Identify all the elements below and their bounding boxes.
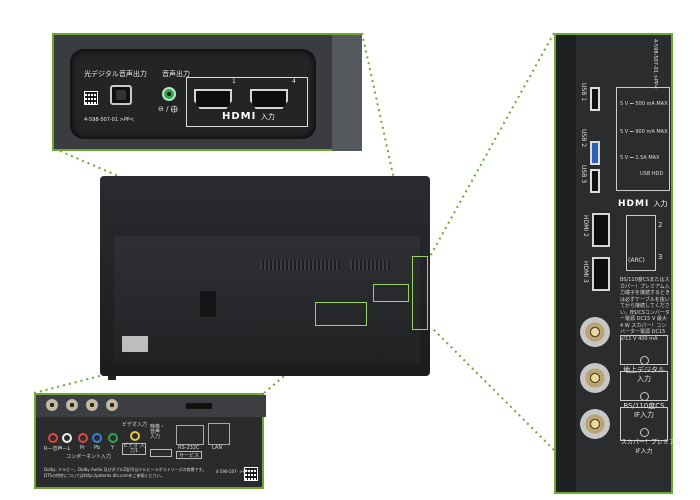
usb1-port (590, 87, 600, 111)
usb3-port (590, 169, 600, 193)
pb-jack (92, 433, 102, 443)
qr-code (84, 91, 98, 105)
service-slot (186, 403, 212, 409)
hdmi2-label: HDMI 2 (582, 215, 589, 237)
usb-spec-2: 5 V ⎓ 900 mA MAX (620, 129, 668, 135)
hdmi-port-number-2: 2 (658, 221, 663, 229)
usb1-label: USB 1 (580, 83, 587, 102)
headphone-symbol: ⊖ / ⨁ (158, 105, 178, 113)
hdmi-port-number-4: 4 (292, 78, 296, 85)
lan-label: LAN (212, 445, 223, 451)
hdmi2-port (592, 213, 610, 247)
service-box: サービス (176, 451, 202, 459)
optical-audio-port (110, 85, 132, 105)
leader-line-right-bottom (431, 327, 555, 451)
rca-connector (46, 399, 58, 411)
leader-line-bottom-right (263, 319, 351, 394)
hdmi-port-1 (194, 89, 232, 109)
pr-label: Pr (80, 445, 85, 451)
skyperfect-antenna-port (580, 409, 610, 439)
usb3-label: USB 3 (580, 165, 587, 184)
stand-foot (108, 374, 116, 380)
hdmi-port-4 (250, 89, 288, 109)
video-input-box: ビデオ 入力1 (122, 443, 146, 455)
y-jack (108, 433, 118, 443)
av-input-label: 映像・ 音声 入力 (150, 424, 166, 440)
terminal-area-bottom (315, 302, 367, 326)
sku-label: 4-598-507- >PP< (216, 469, 251, 474)
av-box (150, 449, 172, 457)
y-label: Y (111, 445, 115, 451)
terminal-area-top (373, 284, 409, 302)
rca-connector (66, 399, 78, 411)
dolby-notice: Dolby, ドルビー、Dolby Audio 及びダブルD記号はドルビーラボラ… (44, 467, 206, 472)
qr-code (244, 467, 258, 481)
cabinet-edge (332, 35, 362, 151)
rs232c-label: RS-232C (178, 445, 200, 451)
audio-out-label: 音声出力 (162, 70, 190, 78)
leader-line-right-top (427, 32, 555, 261)
audio-l-jack (62, 433, 72, 443)
side-terminal-closeup: 4-598-507-01 >PP< USB 1 USB 2 USB 3 5 V … (554, 33, 681, 494)
model-number: 4-598-507-01 >PP< (652, 39, 658, 90)
video-input-label: ビデオ入力 (122, 422, 148, 428)
optical-out-label: 光デジタル音声出力 (84, 70, 147, 78)
antenna-warning-text: BS/110度CSまたはスカパー！プレミアム入力端子を接続するときは必ずケーブル… (620, 277, 671, 342)
hdmi-logo: HDMI 入力 (222, 111, 275, 122)
rear-lower-panel (114, 236, 420, 364)
hdmi-port-frame (626, 215, 656, 271)
dts-notice: DTSの特許についてはhttp://patents.dts.comをご参照くださ… (44, 473, 165, 478)
usb-spec-1: 5 V ⎓ 500 mA MAX (620, 101, 668, 107)
audio-r-jack (48, 433, 58, 443)
video-jack (130, 431, 140, 441)
hdmi3-port (592, 257, 610, 291)
hdmi-logo: HDMI 入力 (618, 199, 668, 209)
bs-cs-input-label: BS/110度CS IF入力 (620, 371, 668, 419)
usb2-label: USB 2 (580, 129, 587, 148)
model-number: 4-598-507-01 >PP< (84, 117, 135, 123)
usb-spec-box (616, 87, 670, 191)
rs232c-port (176, 425, 204, 445)
usb-hdd-label: USB HDD (640, 171, 664, 177)
side-rail (556, 35, 576, 492)
arc-label: (ARC) (628, 257, 645, 264)
wall-mount-hole (200, 291, 216, 317)
hdmi-port-number-3: 3 (658, 253, 663, 261)
lr-audio-label: R—音声—L (44, 446, 71, 452)
rating-label-sticker (122, 336, 148, 352)
vent-grill (350, 260, 390, 270)
hdmi-port-number-1: 1 (232, 78, 236, 85)
vent-grill (260, 260, 340, 270)
rca-connector (106, 399, 118, 411)
top-terminal-closeup: 光デジタル音声出力 音声出力 ⊖ / ⨁ 4-598-507-01 >PP< 1… (52, 33, 362, 151)
headphone-jack (162, 87, 176, 101)
skyperfect-input-label: スカパー！プレミアム IF入力 (620, 407, 681, 455)
usb2-port (590, 141, 600, 165)
pb-label: Pb (94, 445, 101, 451)
component-input-label: コンポーネント入力 (66, 454, 112, 460)
bottom-terminal-closeup: R—音声—L Pr Pb Y コンポーネント入力 ビデオ入力 ビデオ 入力1 映… (34, 393, 266, 489)
hdmi-port-frame (186, 77, 308, 127)
terminal-area-side (412, 256, 428, 330)
usb-spec-3: 5 V ⎓ 1.5A MAX (620, 155, 660, 161)
bs-cs-antenna-port (580, 363, 610, 393)
rca-connector (86, 399, 98, 411)
pr-jack (78, 433, 88, 443)
terrestrial-input-label: 地上デジタル 入力 (620, 335, 668, 383)
hdmi3-label: HDMI 3 (582, 261, 589, 283)
tv-rear-panel (100, 176, 430, 376)
terrestrial-antenna-port (580, 317, 610, 347)
lan-port (208, 423, 230, 445)
